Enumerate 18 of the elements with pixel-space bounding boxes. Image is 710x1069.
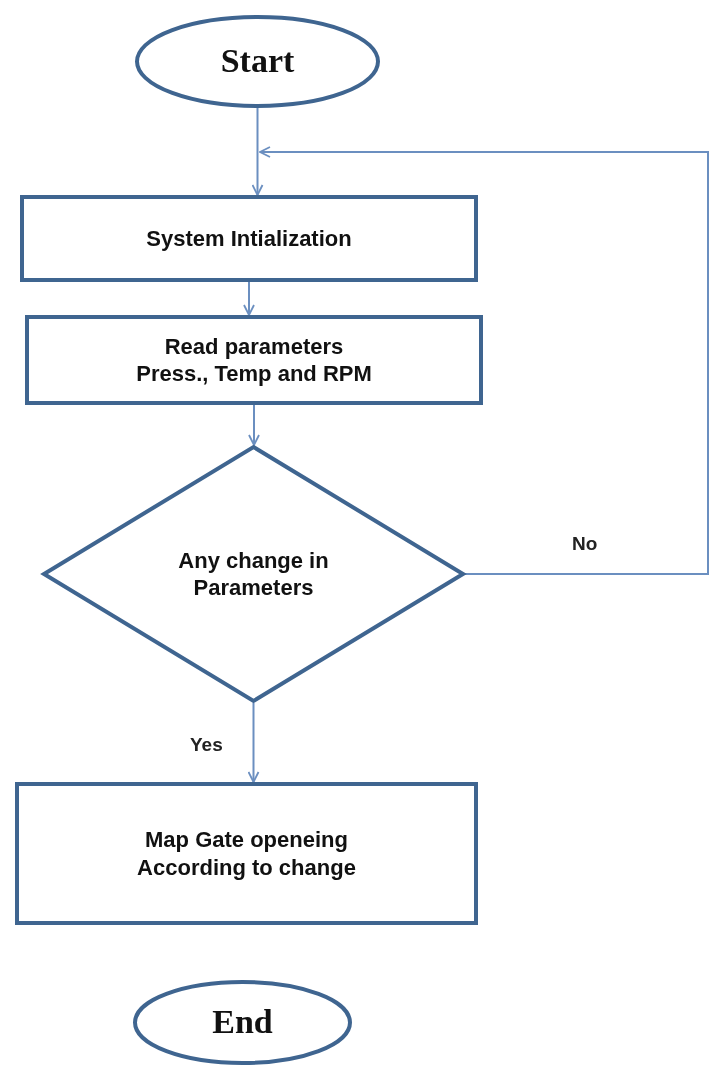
- process-box: [15, 782, 478, 925]
- process-box: [25, 315, 483, 405]
- arrow: [243, 281, 255, 316]
- node-label: Map Gate openeing According to change: [136, 826, 357, 881]
- node-label: System Intialization: [146, 224, 352, 253]
- node-label: Any change in Parameters: [177, 546, 330, 602]
- terminal-ellipse: [133, 980, 352, 1065]
- arrow: [251, 107, 264, 196]
- process-box: [20, 195, 478, 282]
- arrow: [259, 146, 709, 575]
- node-label: Read parameters: [164, 332, 344, 360]
- node-label: Press., Temp and RPM: [136, 360, 372, 388]
- node-label: End: [212, 1002, 273, 1043]
- arrow: [248, 404, 260, 446]
- node-label: Start: [220, 41, 295, 82]
- terminal-ellipse: [135, 15, 380, 108]
- decision-diamond: [42, 445, 465, 703]
- arrow: [247, 702, 260, 783]
